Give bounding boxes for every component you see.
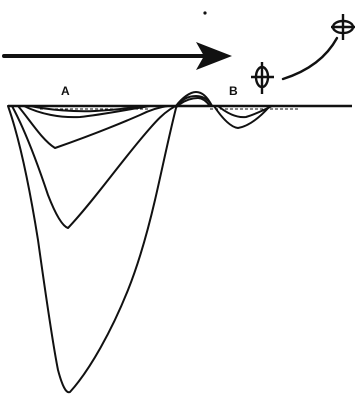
trace-largest xyxy=(8,96,212,392)
electrode-b-icon xyxy=(251,62,274,94)
lead-wire xyxy=(283,38,337,79)
label-b: B xyxy=(229,84,238,98)
electrode-top-icon xyxy=(331,14,355,40)
dot-mark xyxy=(203,11,206,14)
waveform-traces xyxy=(8,92,272,392)
direction-arrow-icon xyxy=(4,42,232,70)
trace-second xyxy=(12,98,210,228)
label-a: A xyxy=(61,84,70,98)
baseline xyxy=(8,106,352,109)
